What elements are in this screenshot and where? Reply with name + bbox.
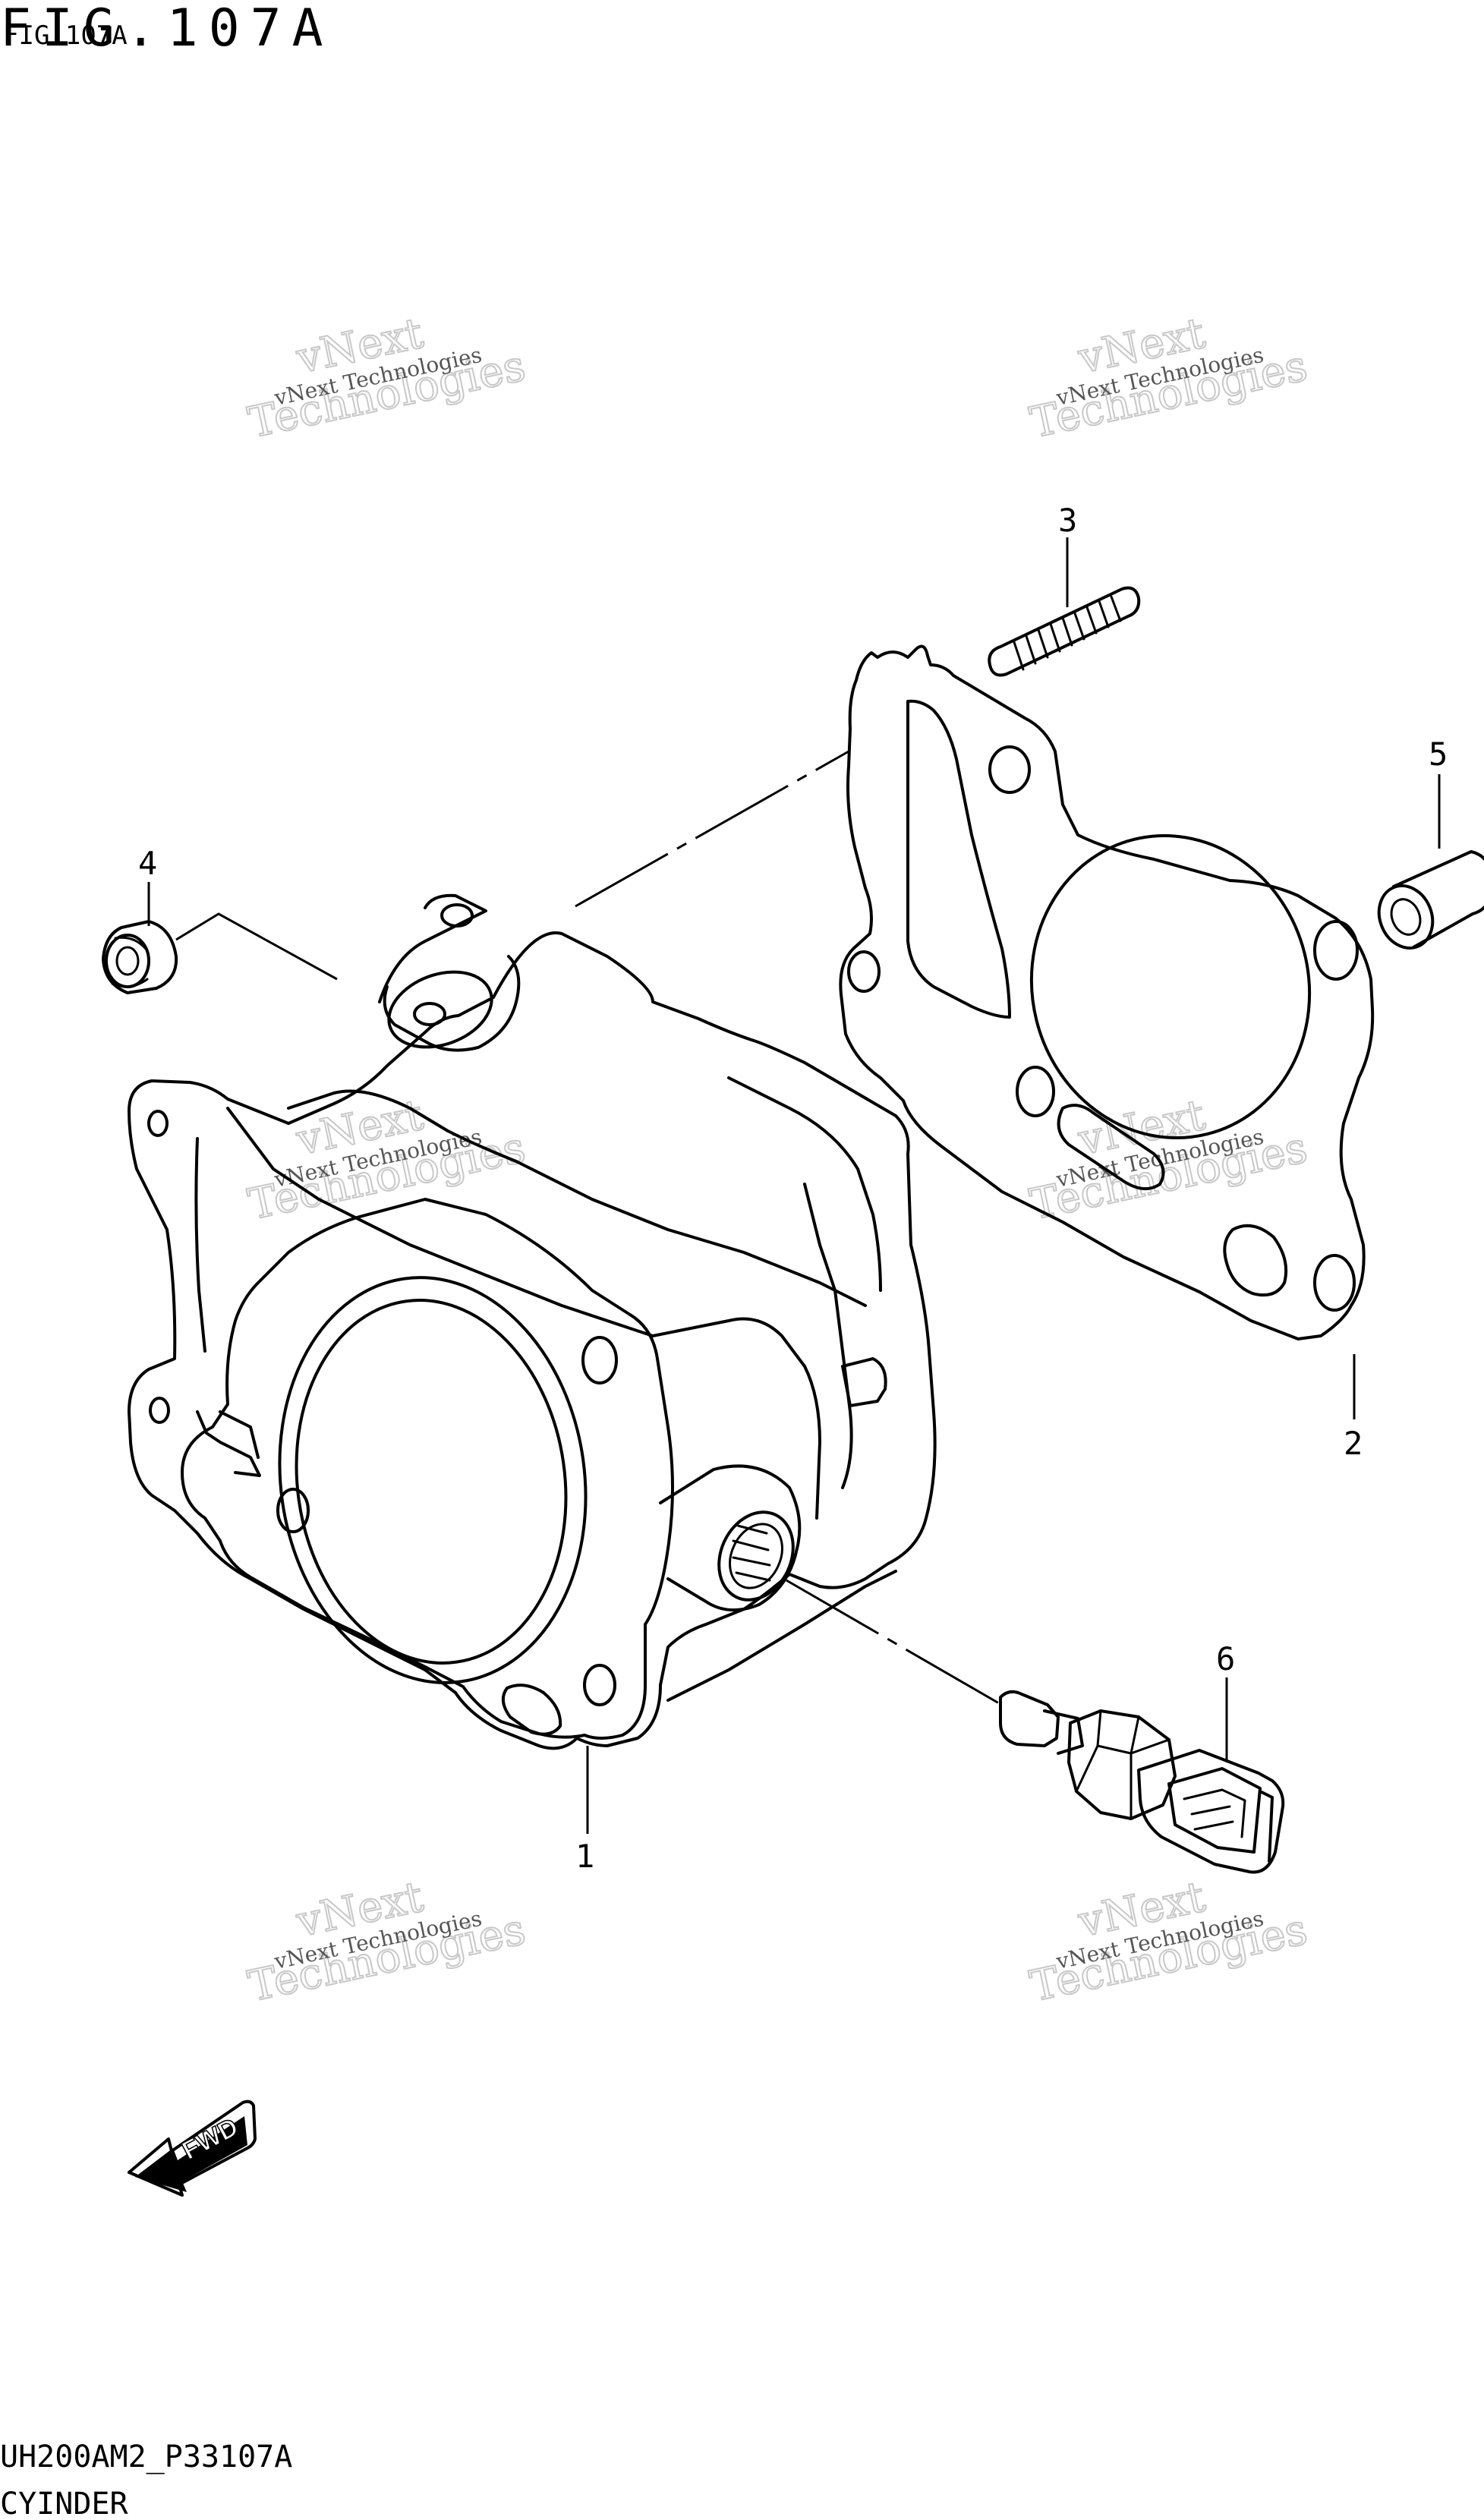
figure-code: UH200AM2_P33107A (0, 2440, 292, 2474)
part-dowel-pin (1377, 850, 1484, 950)
part-nut (102, 920, 178, 994)
callout-2: 2 (1344, 1425, 1363, 1462)
callout-3: 3 (1058, 502, 1077, 539)
figure-title: FIG.107A (0, 0, 334, 58)
fwd-arrow-icon: FWD (128, 2099, 257, 2197)
part-temperature-sensor (999, 1690, 1285, 1874)
figure-caption: CYINDER (0, 2487, 128, 2520)
callout-1: 1 (575, 1838, 594, 1875)
leader-lines (147, 537, 1441, 1834)
watermark-mid-right: vNext Technologies vNext Technologies (1026, 1090, 1312, 1231)
watermark-top-right: vNext Technologies vNext Technologies (1026, 308, 1312, 449)
watermark-top-left: vNext Technologies vNext Technologies (244, 308, 531, 449)
assembly-lines (575, 750, 1000, 1705)
part-cylinder-gasket (839, 644, 1375, 1340)
callout-5: 5 (1429, 736, 1448, 773)
callout-4: 4 (138, 845, 157, 882)
figure-title-overlay: FIG.107A (3, 20, 128, 51)
leader-line-4 (147, 882, 338, 981)
watermark-bottom-right: vNext Technologies vNext Technologies (1026, 1872, 1312, 2013)
part-cylinder (128, 893, 937, 1750)
callout-6: 6 (1216, 1640, 1235, 1677)
watermark-bottom-left: vNext Technologies vNext Technologies (244, 1872, 531, 2013)
part-stud-bolt (988, 586, 1141, 677)
